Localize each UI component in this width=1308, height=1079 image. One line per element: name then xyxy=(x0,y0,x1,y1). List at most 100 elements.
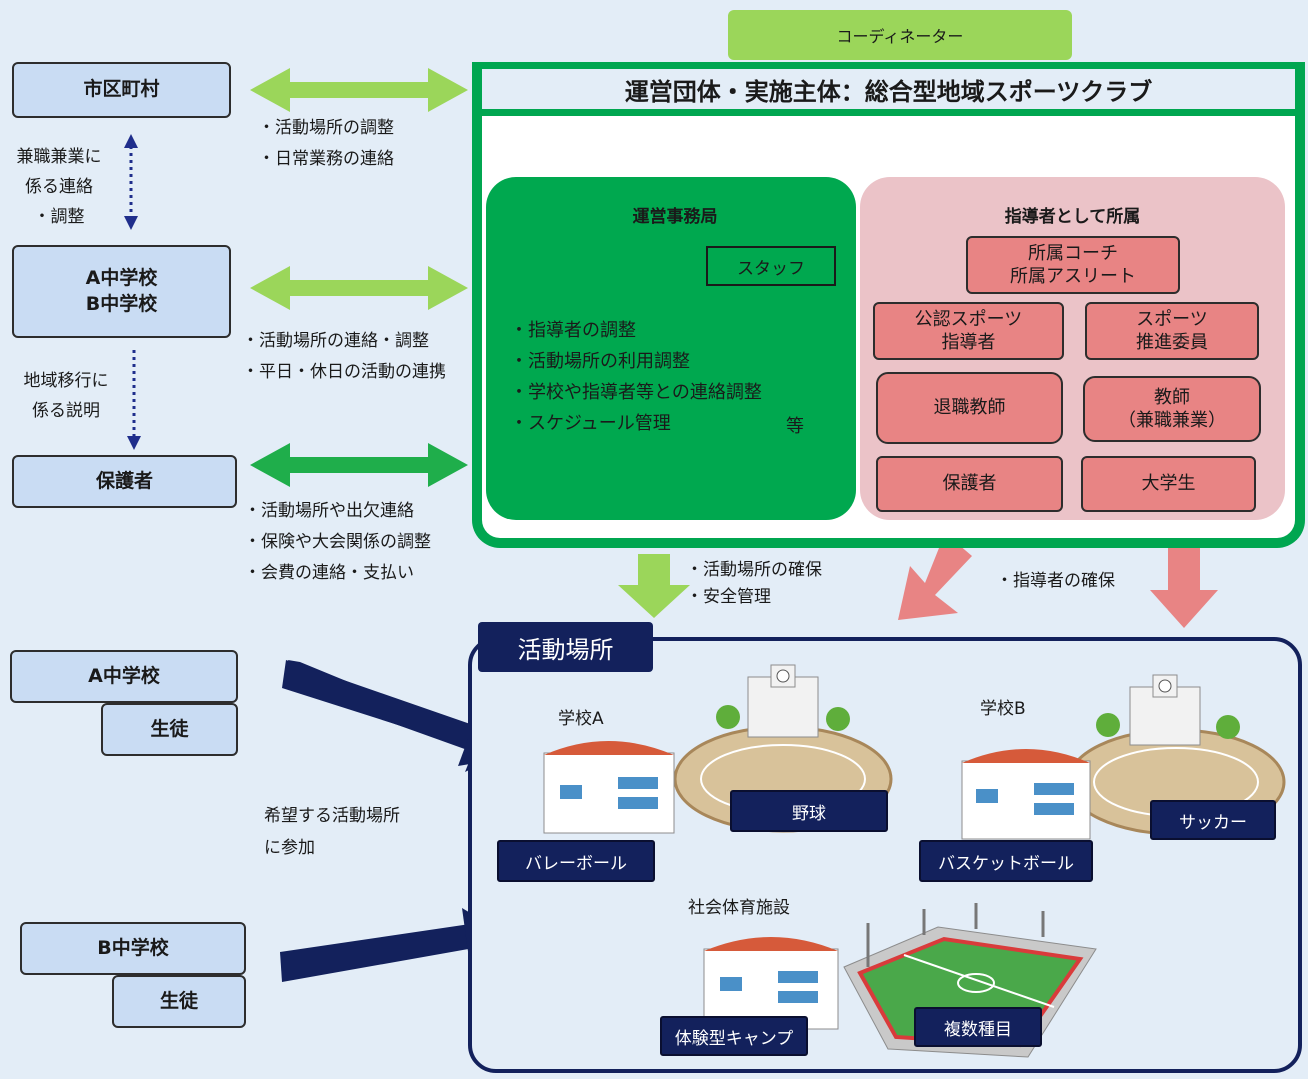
note-line: ・活動場所の連絡・調整 xyxy=(242,331,429,351)
dotted-arrow-down-head-2 xyxy=(127,436,141,450)
municipality-note-line: 兼職兼業に xyxy=(16,147,102,167)
activity-camp: 体験型キャンプ xyxy=(660,1016,808,1056)
join-note-line: 希望する活動場所 xyxy=(264,806,400,826)
coordinator-box: コーディネーター xyxy=(728,10,1072,60)
instructor-guardian-label: 保護者 xyxy=(942,473,997,495)
activity-basketball: バスケットボール xyxy=(919,840,1093,882)
instructor-certified: 公認スポーツ 指導者 xyxy=(873,302,1064,360)
coordinator-label: コーディネーター xyxy=(836,27,964,46)
schools-label-b: B中学校 xyxy=(85,292,158,315)
note-municipality: ・活動場所の調整 ・日常業務の連絡 xyxy=(258,113,394,175)
activity-label: サッカー xyxy=(1179,812,1247,833)
schools-label-a: A中学校 xyxy=(85,266,158,289)
instructor-certified-line2: 指導者 xyxy=(941,332,996,353)
instructor-coach-athlete: 所属コーチ 所属アスリート xyxy=(966,236,1180,294)
school-a-label: 学校A xyxy=(558,709,604,729)
guardians-label: 保護者 xyxy=(95,469,153,492)
office-task: ・活動場所の利用調整 xyxy=(510,351,690,372)
schools-note-line: 地域移行に xyxy=(23,371,109,391)
instructor-teacher-line2: （兼職兼業） xyxy=(1118,410,1226,431)
office-task: ・指導者の調整 xyxy=(510,320,636,341)
activity-baseball: 野球 xyxy=(730,790,888,832)
municipality-box: 市区町村 xyxy=(12,62,231,118)
activity-label: 体験型キャンプ xyxy=(674,1028,794,1049)
instructor-retired-teacher: 退職教師 xyxy=(876,372,1063,444)
note-pink-down: ・指導者の確保 xyxy=(996,571,1115,591)
activity-label: 野球 xyxy=(792,803,826,824)
join-note: 希望する活動場所 に参加 xyxy=(264,800,400,864)
office-task: ・スケジュール管理 xyxy=(510,413,671,434)
instructor-university-student: 大学生 xyxy=(1081,456,1256,512)
tree-icon xyxy=(1096,713,1120,737)
instructor-university-student-label: 大学生 xyxy=(1141,473,1196,495)
org-header: 運営団体・実施主体：総合型地域スポーツクラブ xyxy=(472,62,1305,116)
instructor-promotion: スポーツ 推進委員 xyxy=(1085,302,1259,360)
instructor-athlete: 所属アスリート xyxy=(1010,266,1136,287)
guardians-box: 保護者 xyxy=(12,455,237,508)
note-line: ・平日・休日の活動の連携 xyxy=(242,362,446,382)
note-line: ・安全管理 xyxy=(686,587,771,607)
municipality-note-line: ・調整 xyxy=(33,207,85,227)
dotted-arrow-down-head xyxy=(124,216,138,230)
note-schools: ・活動場所の連絡・調整 ・平日・休日の活動の連携 xyxy=(242,326,446,388)
instructor-promotion-line1: スポーツ xyxy=(1136,308,1208,330)
org-title: 運営団体・実施主体：総合型地域スポーツクラブ xyxy=(624,77,1153,106)
community-label: 社会体育施設 xyxy=(688,898,790,918)
activity-label: バレーボール xyxy=(525,853,627,874)
instructor-promotion-line2: 推進委員 xyxy=(1136,332,1208,353)
school-building-a-icon xyxy=(747,676,819,738)
arrow-navy-b-body xyxy=(280,924,474,982)
arrow-pink-down xyxy=(1150,533,1218,628)
staff-label: スタッフ xyxy=(737,258,805,279)
venue-title: 活動場所 xyxy=(517,635,614,664)
tree-icon xyxy=(716,705,740,729)
municipality-note-line: 係る連絡 xyxy=(25,177,93,197)
dotted-arrows xyxy=(129,146,136,436)
student-school-a-box: A中学校 xyxy=(10,650,238,703)
dotted-arrow-up-head xyxy=(124,134,138,148)
arrow-municipality-org xyxy=(250,68,468,112)
venue-title-tab: 活動場所 xyxy=(478,622,653,672)
note-line: ・活動場所の確保 xyxy=(686,560,822,580)
instructor-teacher-line1: 教師 xyxy=(1154,386,1190,408)
school-b-label: 学校B xyxy=(980,699,1026,719)
instructor-teacher: 教師 （兼職兼業） xyxy=(1083,376,1261,442)
schools-note: 地域移行に 係る説明 xyxy=(6,366,126,426)
office-task-list: ・指導者の調整 ・活動場所の利用調整 ・学校や指導者等との連絡調整 ・スケジュー… xyxy=(510,315,762,439)
office-task: ・学校や指導者等との連絡調整 xyxy=(510,382,762,403)
activity-volleyball: バレーボール xyxy=(497,840,655,882)
activity-label: 複数種目 xyxy=(944,1019,1012,1040)
arrow-green-down xyxy=(618,554,690,618)
tree-icon xyxy=(826,707,850,731)
instructor-coach: 所属コーチ xyxy=(1028,242,1118,264)
instructor-certified-line1: 公認スポーツ xyxy=(914,308,1023,330)
office-panel xyxy=(486,177,856,520)
activity-soccer: サッカー xyxy=(1150,800,1276,840)
light-green-arrows xyxy=(250,68,468,310)
schools-box: A中学校 B中学校 xyxy=(12,245,231,338)
activity-multi-sport: 複数種目 xyxy=(914,1007,1042,1047)
student-b-box: 生徒 xyxy=(112,975,246,1028)
instructor-retired-teacher-label: 退職教師 xyxy=(933,397,1006,419)
note-green-down: ・活動場所の確保 ・安全管理 xyxy=(686,557,822,611)
student-school-b-label: B中学校 xyxy=(97,936,169,959)
student-a-label: 生徒 xyxy=(150,717,189,740)
staff-box: スタッフ xyxy=(706,246,836,286)
note-line: ・活動場所や出欠連絡 xyxy=(244,501,414,521)
arrow-pink-diagonal xyxy=(898,533,972,620)
municipality-label: 市区町村 xyxy=(83,78,160,101)
student-school-b-box: B中学校 xyxy=(20,922,246,975)
instructor-guardian: 保護者 xyxy=(876,456,1063,512)
note-line: ・保険や大会関係の調整 xyxy=(244,532,431,552)
tree-icon xyxy=(1216,715,1240,739)
municipality-note: 兼職兼業に 係る連絡 ・調整 xyxy=(4,142,114,232)
arrow-schools-org xyxy=(250,266,468,310)
schools-note-line: 係る説明 xyxy=(32,401,100,421)
student-school-a-label: A中学校 xyxy=(88,664,160,687)
note-guardians: ・活動場所や出欠連絡 ・保険や大会関係の調整 ・会費の連絡・支払い xyxy=(244,496,431,589)
arrow-guardians-org xyxy=(250,443,468,487)
instructors-title: 指導者として所属 xyxy=(1004,207,1141,227)
student-a-box: 生徒 xyxy=(101,703,238,756)
note-line: ・活動場所の調整 xyxy=(258,118,394,138)
note-line: ・日常業務の連絡 xyxy=(258,149,394,169)
